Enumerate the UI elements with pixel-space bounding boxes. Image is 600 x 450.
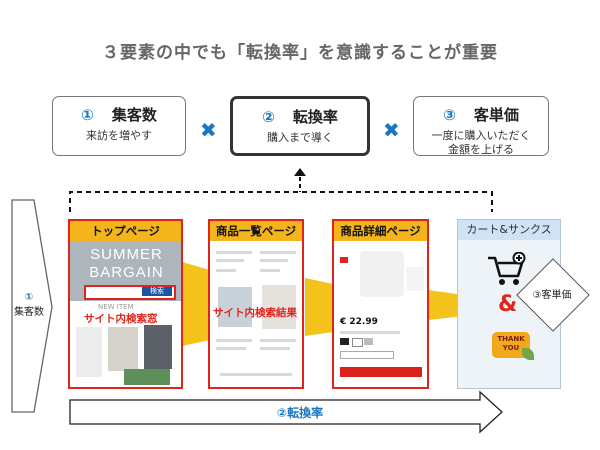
color-swatch[interactable] <box>364 338 373 345</box>
cart-icon <box>488 252 526 285</box>
product-image <box>144 325 172 369</box>
dashed-bracket <box>69 191 493 212</box>
list-text-line <box>216 339 252 342</box>
left-arrow-label: ① 集客数 <box>14 292 44 318</box>
search-button[interactable]: 検索 <box>142 287 172 296</box>
product-image <box>218 287 252 327</box>
factor-description: 一度に購入いただく 金額を上げる <box>414 129 548 157</box>
bottom-arrow <box>69 390 503 434</box>
factor-description: 来訪を増やす <box>86 129 152 142</box>
bracket-pointer <box>294 168 306 176</box>
banner-line2: BARGAIN <box>89 264 164 281</box>
factor-description-line: 一度に購入いただく <box>431 129 531 142</box>
factor-number: ③ <box>443 106 456 124</box>
list-text-line <box>260 259 288 262</box>
left-arrow-text: 集客数 <box>14 307 44 318</box>
factor-title: 集客数 <box>111 106 157 124</box>
list-text-line <box>216 251 252 254</box>
search-results-callout: サイト内検索結果 <box>213 307 297 319</box>
product-thumbnail[interactable] <box>406 267 424 291</box>
brand-logo <box>340 257 348 263</box>
factor-title: 転換率 <box>292 108 338 126</box>
size-select[interactable] <box>340 351 394 359</box>
pagination-bar[interactable] <box>220 373 292 376</box>
list-text-line <box>260 269 280 272</box>
ampersand: & <box>498 292 518 317</box>
multiply-icon: ✖ <box>383 118 400 142</box>
product-image <box>124 369 170 385</box>
funnel-band <box>305 278 333 336</box>
headline: ３要素の中でも「転換率」を意識することが重要 <box>102 43 498 63</box>
bottom-arrow-label: ②転換率 <box>276 406 324 420</box>
product-image <box>108 327 138 371</box>
add-to-cart-button[interactable] <box>340 367 422 377</box>
thank-you-line1: THANK <box>497 335 525 343</box>
color-swatch[interactable] <box>352 338 363 347</box>
factor-number: ① <box>81 106 94 124</box>
product-image <box>262 285 296 329</box>
cart-header: カート&サンクス <box>458 220 560 240</box>
banner-line1: SUMMER <box>90 246 163 263</box>
screen-product-detail: 商品詳細ページ € 22.99 <box>332 219 429 389</box>
cart-thanks-panel: カート&サンクス & THANK YOU <box>457 219 561 389</box>
order-value-label: ③客単価 <box>532 290 572 301</box>
color-swatch[interactable] <box>340 338 349 345</box>
leaf-icon <box>522 348 534 360</box>
list-text-line <box>216 347 246 350</box>
screen-product-list: 商品一覧ページ サイト内検索結果 <box>208 219 304 389</box>
funnel-band <box>182 262 210 346</box>
list-text-line <box>216 269 236 272</box>
screen-header: トップページ <box>70 221 181 241</box>
factor-number: ② <box>262 108 275 126</box>
list-text-line <box>260 339 296 342</box>
left-arrow <box>11 199 53 413</box>
list-text-line <box>216 259 244 262</box>
screen-header: 商品詳細ページ <box>334 221 427 241</box>
detail-text-line <box>340 331 400 334</box>
search-window-callout: サイト内検索窓 <box>84 313 158 325</box>
product-image <box>76 327 102 377</box>
screen-header: 商品一覧ページ <box>210 221 302 241</box>
multiply-icon: ✖ <box>200 118 217 142</box>
factor-order-value: ③ 客単価 一度に購入いただく 金額を上げる <box>413 96 549 156</box>
left-arrow-number: ① <box>24 292 34 303</box>
list-text-line <box>260 251 296 254</box>
screen-top-page: トップページ SUMMER BARGAIN 検索 NEW ITEM サイト内検索… <box>68 219 183 389</box>
thank-you-line2: YOU <box>502 344 520 352</box>
factor-description: 購入まで導く <box>267 131 333 144</box>
product-price: € 22.99 <box>340 317 378 327</box>
factor-title: 客単価 <box>473 106 519 124</box>
list-text-line <box>260 347 290 350</box>
factor-customer-count: ① 集客数 来訪を増やす <box>52 96 186 156</box>
product-image <box>360 251 404 297</box>
new-item-label: NEW ITEM <box>98 303 134 311</box>
factor-description-line: 金額を上げる <box>448 143 514 156</box>
factor-conversion-rate: ② 転換率 購入まで導く <box>230 96 370 156</box>
